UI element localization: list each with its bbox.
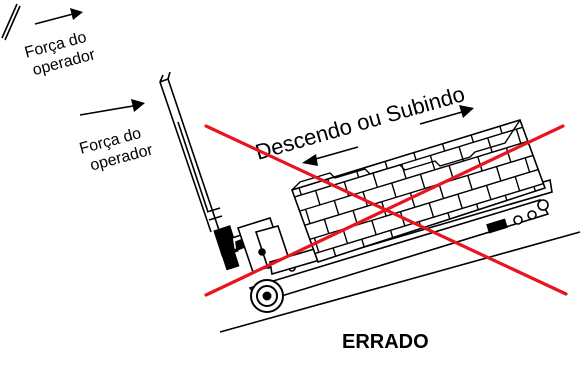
steering-wheel-icon bbox=[250, 279, 284, 313]
wrong-cross-icon bbox=[204, 124, 568, 297]
partial-handle bbox=[1, 3, 21, 41]
direction-double-arrow-icon bbox=[302, 105, 474, 166]
top-left-partial-scene: Força do operador bbox=[1, 3, 98, 79]
verdict-label: ERRADO bbox=[342, 331, 429, 353]
ramp-surface bbox=[219, 231, 581, 333]
pallet-truck-handle bbox=[159, 71, 223, 233]
force-arrow-top-icon bbox=[34, 8, 83, 25]
force-arrow-handle-icon bbox=[79, 99, 145, 116]
